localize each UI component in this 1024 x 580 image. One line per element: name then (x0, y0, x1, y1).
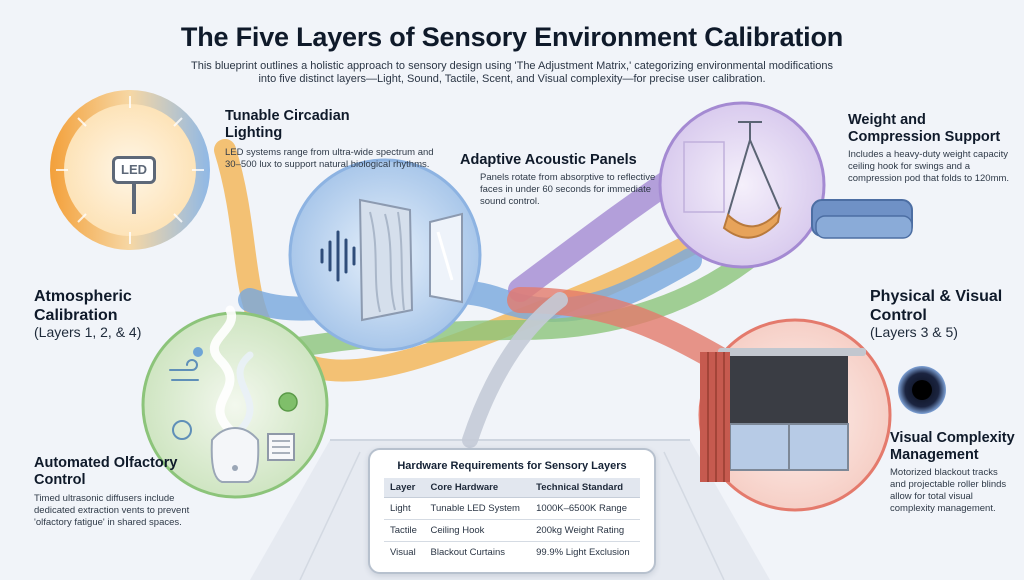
hardware-table-title: Hardware Requirements for Sensory Layers (397, 460, 627, 472)
led-stand (132, 184, 136, 214)
visual-text: Motorized blackout tracks and projectabl… (890, 467, 1007, 514)
leaf-icon (278, 392, 298, 412)
table-row: Visual Blackout Curtains 99.9% Light Exc… (384, 542, 640, 564)
table-cell: Light (384, 497, 425, 520)
wave-icon (172, 420, 192, 440)
physical-title: Physical & Visual Control (870, 288, 1003, 324)
weight-title: Weight and Compression Support (848, 112, 1001, 145)
wind-icon (169, 359, 199, 381)
lighting-title: Tunable Circadian Lighting (225, 108, 350, 141)
table-row: Light Tunable LED System 1000K–6500K Ran… (384, 497, 640, 520)
visual-title: Visual Complexity Management (890, 430, 1015, 463)
swing-icon (722, 121, 782, 239)
acoustic-text: Panels rotate from absorptive to reflect… (480, 172, 656, 207)
table-cell: Visual (390, 547, 416, 558)
header-technical-standard: Technical Standard (530, 478, 640, 498)
led-icon: LED (112, 156, 156, 184)
acoustic-title: Adaptive Acoustic Panels (460, 152, 637, 168)
lighting-text: LED systems range from ultra-wide spectr… (225, 147, 434, 170)
atmospheric-layers: (Layers 1, 2, & 4) (34, 324, 142, 340)
page-title: The Five Layers of Sensory Environment C… (180, 22, 844, 52)
physical-layers: (Layers 3 & 5) (870, 324, 958, 340)
table-cell: 99.9% Light Exclusion (536, 547, 630, 558)
atmospheric-title: Atmospheric Calibration (34, 288, 132, 324)
sound-wave-icon (320, 230, 356, 282)
table-cell: 1000K–6500K Range (530, 497, 640, 520)
diffuser-icon (210, 426, 260, 483)
roller-blind-icon (718, 348, 866, 471)
page-subtitle: This blueprint outlines a holistic appro… (191, 60, 833, 85)
hardware-table: Layer Core Hardware Technical Standard L… (384, 478, 640, 563)
olfactory-title: Automated Olfactory Control (34, 455, 178, 488)
header-core-hardware: Core Hardware (424, 478, 531, 498)
table-cell: Tactile (384, 519, 425, 542)
weight-text: Includes a heavy-duty weight capacity ce… (848, 149, 1010, 184)
led-icon-label: LED (121, 162, 147, 177)
table-cell: Tunable LED System (424, 497, 531, 520)
compression-pod-icon (811, 199, 913, 239)
table-cell: Blackout Curtains (430, 547, 505, 558)
vent-icon (267, 433, 295, 461)
hardware-table-card: Hardware Requirements for Sensory Layers… (368, 448, 656, 574)
table-header-row: Layer Core Hardware Technical Standard (384, 478, 640, 498)
curtain-icon (700, 352, 730, 482)
olfactory-text: Timed ultrasonic diffusers include dedic… (34, 493, 190, 528)
table-row: Tactile Ceiling Hook 200kg Weight Rating (384, 519, 640, 542)
table-cell: 200kg Weight Rating (530, 519, 640, 542)
drop-icon (193, 347, 203, 357)
header-layer: Layer (384, 478, 425, 498)
table-cell: Ceiling Hook (424, 519, 531, 542)
